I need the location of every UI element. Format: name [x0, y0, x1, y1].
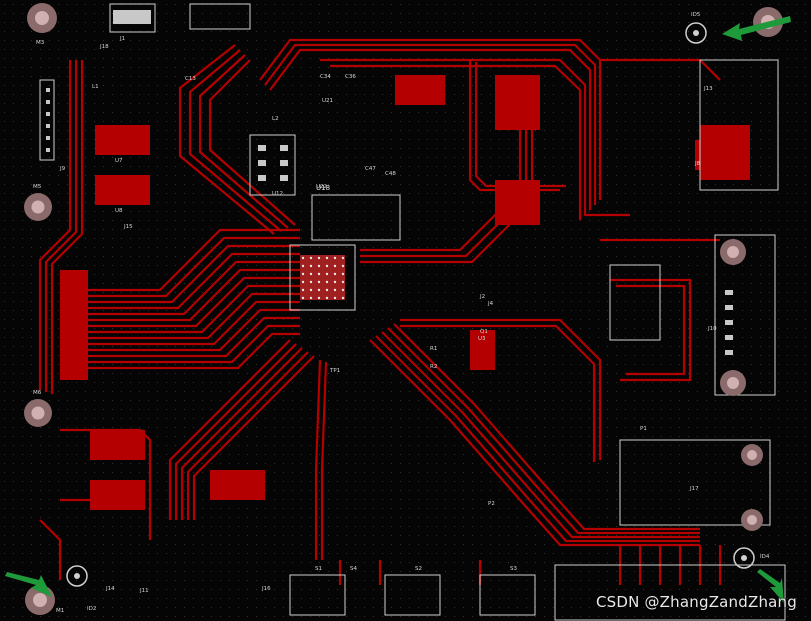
- label-c36: C36: [345, 74, 356, 80]
- label-j15: J15: [123, 224, 133, 230]
- mounting-hole-icon: [24, 193, 52, 221]
- label-u18: U18: [316, 184, 330, 192]
- tooling-hole-id5-icon: [685, 22, 707, 44]
- pointer-arrow-icon: [757, 569, 784, 603]
- label-hole-m3: M3: [36, 40, 45, 46]
- label-j8: J8: [694, 161, 701, 167]
- annotation-arrows: [5, 16, 791, 603]
- label-j11: J11: [139, 588, 149, 594]
- label-s1: S1: [315, 566, 322, 572]
- label-p1: P1: [640, 426, 647, 432]
- copper-pours: [60, 75, 750, 510]
- label-s4: S4: [350, 566, 357, 572]
- label-c48: C48: [385, 171, 396, 177]
- label-c47: C47: [365, 166, 376, 172]
- tooling-hole-id4-icon: [733, 547, 755, 569]
- component-pads: [46, 10, 733, 355]
- label-p2: P2: [488, 501, 495, 507]
- label-j1: J1: [119, 36, 125, 42]
- mounting-hole-icon: [741, 444, 763, 466]
- label-hole-id2: ID2: [87, 606, 96, 612]
- label-j17: J17: [689, 486, 699, 492]
- mounting-hole-icon: [27, 3, 57, 33]
- label-hole-id4: ID4: [760, 554, 770, 560]
- label-u21: U21: [322, 98, 333, 104]
- label-c13: C13: [185, 76, 196, 82]
- label-tp1: TP1: [329, 368, 340, 374]
- component-outlines: [39, 3, 786, 621]
- label-c34: C34: [320, 74, 331, 80]
- label-j14: J14: [105, 586, 115, 592]
- label-j16: J16: [261, 586, 271, 592]
- mounting-hole-icon: [741, 509, 763, 531]
- watermark-text: CSDN @ZhangZandZhang: [595, 593, 797, 611]
- label-q1: Q1: [480, 329, 488, 335]
- tooling-hole-id2-icon: [66, 565, 88, 587]
- mounting-hole-icon: [720, 370, 746, 396]
- label-s2: S2: [415, 566, 422, 572]
- bga-chip-u18: [301, 256, 345, 300]
- label-j2: J2: [479, 294, 485, 300]
- mounting-hole-icon: [24, 399, 52, 427]
- label-u12: U12: [272, 191, 283, 197]
- copper-traces: [38, 38, 722, 585]
- label-r1: R1: [430, 346, 437, 352]
- label-u3: U3: [478, 336, 486, 342]
- label-u8: U8: [115, 208, 123, 214]
- mounting-hole-icon: [720, 239, 746, 265]
- label-u7: U7: [115, 158, 123, 164]
- label-l1: L1: [92, 84, 99, 90]
- label-j4: J4: [487, 301, 494, 307]
- label-hole-m1: M1: [56, 608, 64, 614]
- label-s3: S3: [510, 566, 517, 572]
- pointer-arrow-icon: [5, 572, 52, 597]
- pointer-arrow-icon: [722, 16, 791, 41]
- label-j18: J18: [99, 44, 109, 50]
- label-hole-m5: M5: [33, 184, 42, 190]
- label-r2: R2: [430, 364, 437, 370]
- label-hole-id5: ID5: [691, 12, 701, 18]
- label-j13: J13: [703, 86, 713, 92]
- label-j10: J10: [707, 326, 717, 332]
- label-l2: L2: [272, 116, 279, 122]
- label-j9: J9: [59, 166, 66, 172]
- label-hole-m6: M6: [33, 390, 42, 396]
- silkscreen-labels: M3 M5 M6 M1 ID5 ID2 ID4 J9 J18 J1 U12 C1…: [33, 12, 770, 614]
- label-u22: U22: [316, 184, 327, 190]
